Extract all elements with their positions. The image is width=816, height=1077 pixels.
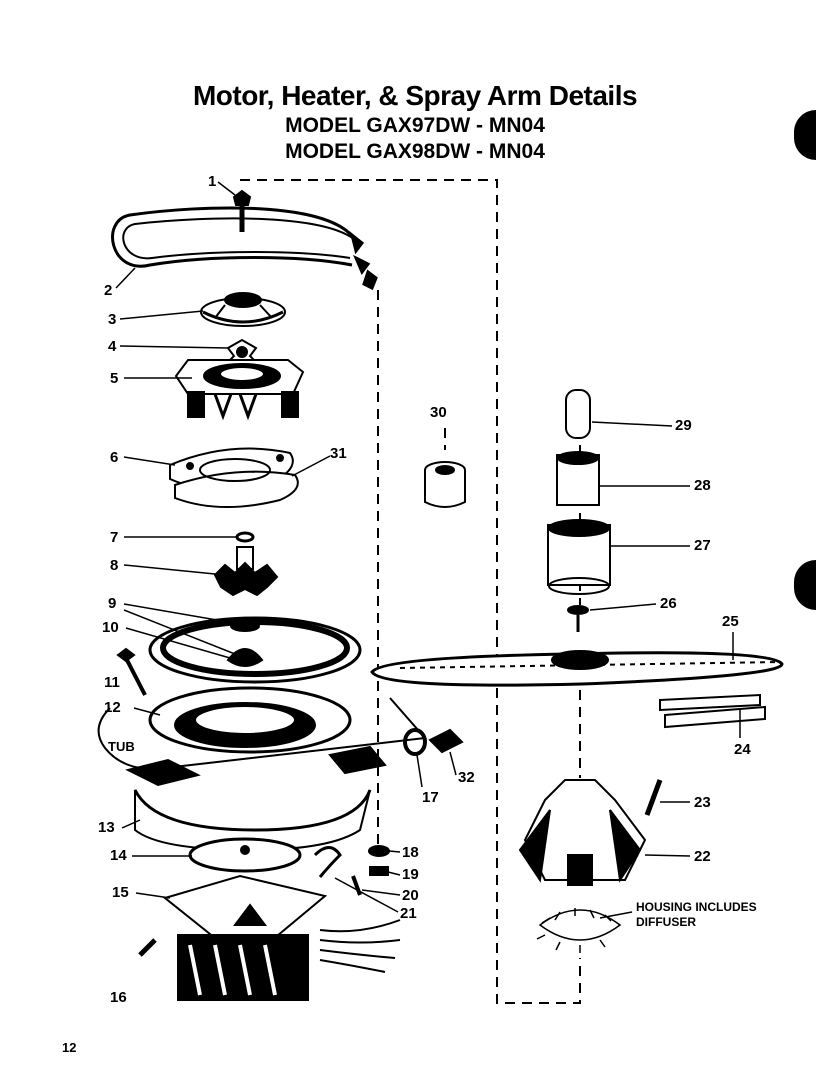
- part-2-heater-element: [111, 206, 378, 291]
- housing-note-line-1: HOUSING INCLUDES: [636, 900, 757, 914]
- part-label-11: 11: [104, 674, 120, 691]
- part-30-spacer: [424, 461, 466, 508]
- part-label-9: 9: [108, 595, 117, 612]
- part-24-rails: [659, 693, 766, 729]
- part-9-10-plate: [148, 616, 362, 684]
- diffuser: [536, 908, 622, 953]
- part-25-spray-arm: [370, 650, 784, 687]
- part-label-22: 22: [694, 848, 711, 865]
- part-label-31: 31: [330, 445, 347, 462]
- binder-hole-bottom: [794, 560, 816, 610]
- part-14-plate: [188, 837, 302, 873]
- part-label-27: 27: [694, 537, 711, 554]
- part-label-29: 29: [675, 417, 692, 434]
- part-label-5: 5: [110, 370, 119, 387]
- part-label-2: 2: [104, 282, 113, 299]
- part-22-23-housing: [518, 779, 663, 886]
- page-title: Motor, Heater, & Spray Arm Details: [192, 80, 638, 111]
- part-1-bolt: [232, 189, 252, 232]
- part-label-19: 19: [402, 866, 419, 883]
- part-label-25: 25: [722, 613, 739, 630]
- part-6-31-gaskets: [169, 447, 299, 509]
- part-label-10: 10: [102, 619, 119, 636]
- model-line-2: MODEL GAX98DW - MN04: [285, 140, 545, 163]
- page-number: 12: [62, 1040, 77, 1055]
- part-label-13: 13: [98, 819, 115, 836]
- part-label-30: 30: [430, 404, 447, 421]
- part-label-15: 15: [112, 884, 129, 901]
- part-label-4: 4: [108, 338, 117, 355]
- housing-note-line-2: DIFFUSER: [636, 915, 696, 929]
- part-label-1: 1: [208, 173, 217, 190]
- part-label-12: 12: [104, 699, 121, 716]
- part-label-21: 21: [400, 905, 417, 922]
- part-label-18: 18: [402, 844, 419, 861]
- part-26-29-tower: [547, 389, 611, 632]
- part-12-tub-mount: [97, 686, 428, 787]
- part-label-20: 20: [402, 887, 419, 904]
- part-5-pump-housing: [174, 359, 305, 421]
- part-17-32-clamps: [403, 728, 464, 756]
- part-7-8-drive: [213, 531, 279, 597]
- binder-hole-top: [794, 110, 816, 160]
- part-label-7: 7: [110, 529, 119, 546]
- model-line-1: MODEL GAX97DW - MN04: [285, 114, 545, 137]
- part-label-32: 32: [458, 769, 475, 786]
- part-label-16: 16: [110, 989, 127, 1006]
- part-label-8: 8: [110, 557, 119, 574]
- leader-lines: [115, 181, 741, 919]
- part-label-23: 23: [694, 794, 711, 811]
- tub-label: TUB: [108, 739, 135, 754]
- part-label-14: 14: [110, 847, 127, 864]
- part-label-24: 24: [734, 741, 751, 758]
- part-label-28: 28: [694, 477, 711, 494]
- part-label-17: 17: [422, 789, 439, 806]
- part-15-16-motor: [138, 874, 401, 1001]
- part-label-26: 26: [660, 595, 677, 612]
- part-label-6: 6: [110, 449, 119, 466]
- part-3-pump-cap: [200, 292, 286, 327]
- part-label-3: 3: [108, 311, 117, 328]
